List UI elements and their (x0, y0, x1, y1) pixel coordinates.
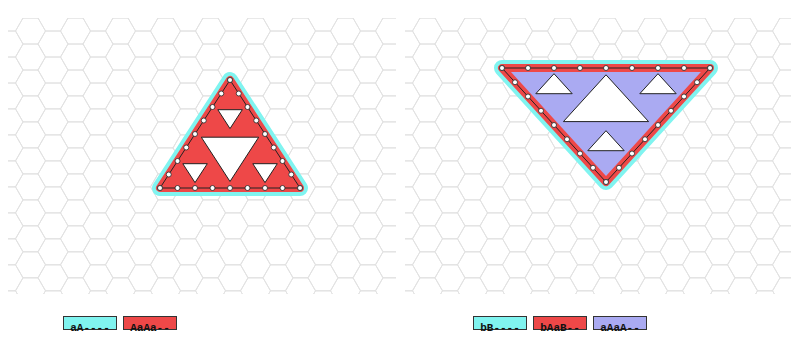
hex-grid (8, 18, 396, 294)
left-tiling (158, 78, 303, 191)
legend-text: AaAa-- (130, 322, 170, 334)
legend-text: bB---- (480, 322, 520, 334)
legend-text: aA---- (70, 322, 110, 334)
hex-grid (405, 18, 791, 294)
legend-swatch: bAaB-- (533, 316, 587, 330)
legend-swatch: bB---- (473, 316, 527, 330)
legend-text: bAaB-- (540, 322, 580, 334)
legend-text: aAaA-- (600, 322, 640, 334)
legend-swatch: aA---- (63, 316, 117, 330)
right-tiling (500, 66, 713, 185)
legend-swatch: aAaA-- (593, 316, 647, 330)
legend-swatch: AaAa-- (123, 316, 177, 330)
